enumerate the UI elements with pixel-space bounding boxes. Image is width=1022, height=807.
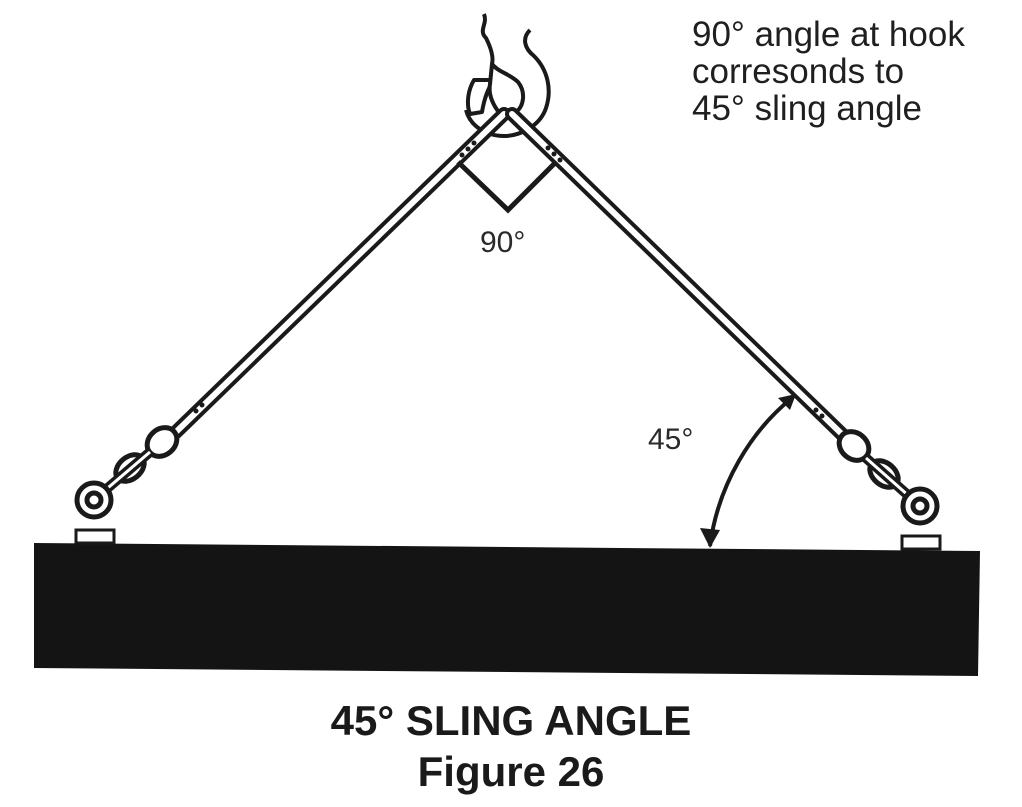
hook-angle-label: 90° [480,226,526,259]
right-angle-marker [456,160,558,214]
annotation-note: 90° angle at hook corresonds to 45° slin… [692,15,965,128]
left-shackle-icon [74,425,180,545]
crane-hook-icon [464,13,551,138]
left-sling [169,107,511,439]
figure-title: 45° SLING ANGLE [330,697,692,744]
right-shackle-icon [836,429,942,551]
arrowhead-bottom-icon [700,528,720,548]
angle-arc-icon [708,396,794,547]
arrowhead-top-icon [778,394,796,410]
sling-angle-label: 45° [648,423,694,456]
figure-number: Figure 26 [417,748,605,795]
right-sling [505,107,857,449]
load-block [34,543,980,676]
